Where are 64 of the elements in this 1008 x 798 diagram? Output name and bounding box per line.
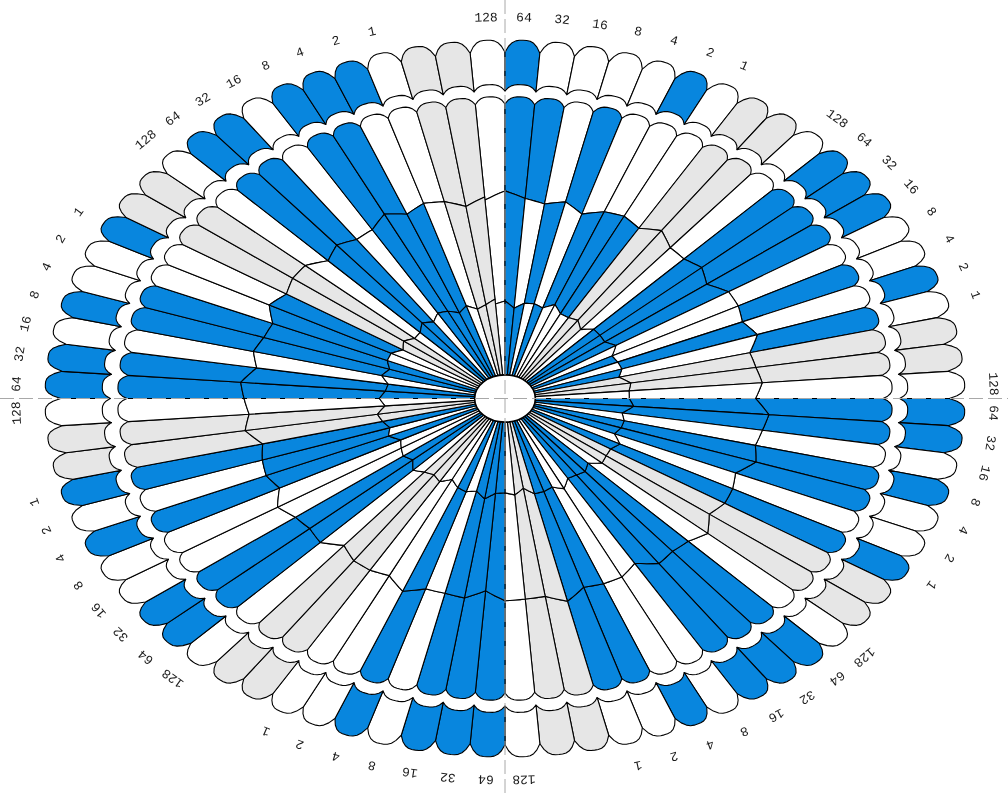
bit-weight-label: 4 [39,260,55,274]
bit-weight-label: 128 [9,401,24,426]
bit-weight-label: 16 [591,17,609,33]
bit-weight-label: 8 [967,495,983,508]
bit-weight-label: 16 [401,764,419,780]
bit-weight-label: 32 [439,769,456,784]
bit-weight-label: 1 [967,289,983,302]
bit-weight-label: 2 [955,260,971,274]
bit-weight-label: 4 [668,33,680,49]
bit-weight-label: 2 [39,523,55,537]
bit-weight-label: 2 [703,45,716,61]
bit-weight-label: 128 [160,665,187,691]
bit-weight-label: 16 [901,176,922,198]
bit-weight-label: 2 [294,736,307,752]
bit-weight-label: 2 [53,232,69,246]
bit-weight-label: 64 [853,130,874,151]
bit-weight-label: 8 [260,58,273,74]
bit-weight-label: 32 [982,434,998,452]
bit-weight-label: 64 [516,11,533,25]
bit-weight-label: 8 [737,723,750,739]
bit-weight-label: 1 [27,495,43,508]
bit-weight-label: 64 [826,668,847,688]
bit-weight-label: 128 [986,371,1001,396]
bit-weight-label: 128 [512,772,537,786]
bit-weight-label: 2 [668,748,680,763]
bit-weight-label: 1 [737,58,750,74]
bit-weight-label: 1 [367,24,378,40]
bit-weight-label: 8 [71,577,87,592]
bit-weight-label: 2 [941,551,957,565]
bit-weight-label: 128 [823,106,850,132]
bit-weight-label: 2 [330,33,342,49]
bit-weight-label: 1 [923,577,939,592]
bit-weight-label: 4 [294,45,307,61]
bit-weight-label: 32 [878,152,899,173]
bit-weight-label: 32 [111,624,132,645]
bit-weight-label: 64 [163,109,184,129]
bit-weight-label: 32 [192,89,213,110]
bit-weight-label: 128 [473,11,498,25]
bit-weight-label: 128 [133,127,160,153]
bit-weight-label: 64 [9,375,24,392]
bit-weight-label: 1 [71,205,87,220]
bit-weight-label: 4 [703,736,716,752]
bit-weight-label: 128 [850,644,877,670]
bit-weight-label: 64 [986,405,1001,422]
bit-weight-label: 64 [136,646,157,667]
bit-weight-label: 64 [477,772,494,786]
bit-weight-label: 8 [923,205,939,220]
bit-weight-label: 16 [766,705,787,725]
bit-weight-label: 8 [27,289,43,302]
bit-weight-label: 16 [17,315,35,334]
bit-weight-label: 16 [88,599,109,621]
bit-weight-label: 32 [12,345,28,363]
bit-weight-label: 4 [955,523,971,537]
bit-weight-label: 32 [554,13,571,28]
bit-weight-label: 16 [223,72,244,92]
bit-weight-label: 8 [632,24,643,40]
bit-weight-label: 16 [975,463,993,482]
bit-weight-label: 4 [53,551,69,565]
bit-weight-label: 32 [797,687,818,708]
bit-weight-label: 4 [941,232,957,246]
bit-weight-label: 1 [260,723,273,739]
bit-weight-label: 8 [367,757,378,773]
bit-weight-label: 4 [330,748,342,763]
bit-weight-label: 1 [632,757,643,773]
